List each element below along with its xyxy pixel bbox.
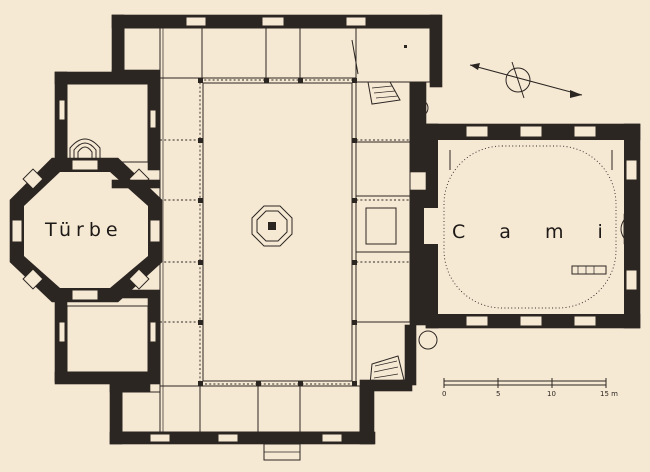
scale-tick-5: 5 bbox=[496, 390, 500, 398]
cami-label: C a m i bbox=[452, 221, 617, 243]
staircase-south bbox=[369, 330, 438, 385]
turbe-south-room bbox=[54, 295, 161, 385]
cami-walls bbox=[424, 123, 641, 329]
turbe-octagon bbox=[9, 157, 163, 303]
turbe-north-room bbox=[54, 71, 161, 183]
compass-north-arrow-icon bbox=[469, 61, 583, 99]
scale-tick-10: 10 bbox=[547, 390, 556, 398]
fountain-octagon bbox=[251, 205, 293, 247]
staircase-north bbox=[367, 81, 429, 117]
scale-tick-15: 15 m bbox=[600, 390, 618, 398]
courtyard-east-cells bbox=[355, 81, 411, 323]
courtyard-portico bbox=[159, 28, 410, 432]
cami-dome-outline bbox=[443, 145, 617, 309]
scale-bar: 0 5 10 15 m bbox=[442, 378, 618, 398]
scale-tick-0: 0 bbox=[442, 390, 446, 398]
turbe-label: Türbe bbox=[44, 219, 123, 241]
courtyard-south-cells bbox=[149, 385, 361, 461]
